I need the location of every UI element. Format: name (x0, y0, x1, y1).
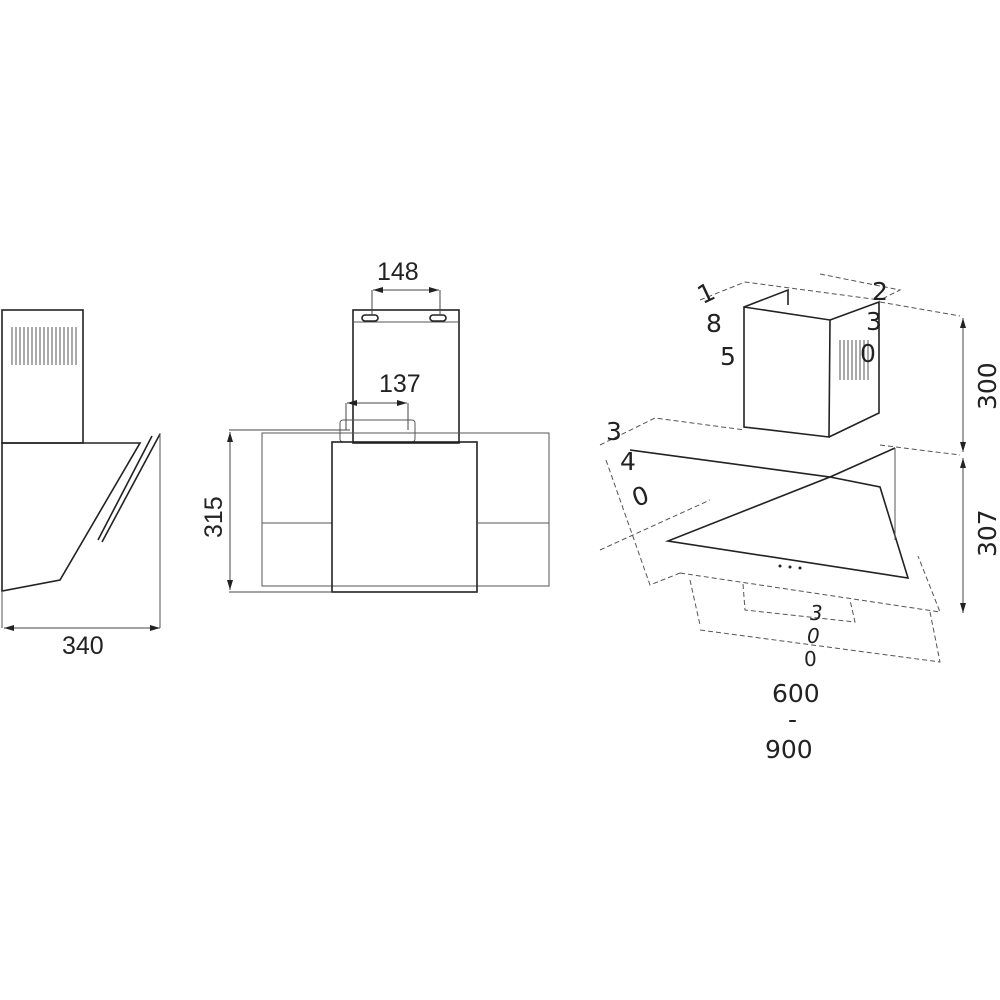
hood-width-separator: - (788, 705, 797, 734)
hood-depth-digit-1: 3 (606, 417, 622, 446)
hood-height-label: 307 (973, 509, 1000, 557)
chimney-width-digit-3: 0 (860, 339, 876, 368)
vent-slots-iso (839, 340, 869, 380)
iso-view: 1 8 5 2 3 0 300 307 3 4 0 3 0 0 600 - 90… (599, 273, 1000, 764)
inner-width-digit-3: 0 (804, 647, 817, 671)
hood-width-label-max: 900 (765, 735, 813, 764)
chimney-depth-digit-1: 1 (693, 277, 720, 310)
glass-outline-front (261, 432, 550, 587)
glass-panel-side (97, 433, 161, 543)
chimney-side (1, 309, 84, 444)
hood-width-label-min: 600 (772, 679, 820, 708)
chimney-width-digit-1: 2 (872, 277, 888, 306)
bracket-spacing-label: 137 (379, 370, 421, 398)
chimney-width-digit-2: 3 (866, 307, 882, 336)
vent-slots (11, 327, 77, 365)
side-width-label: 340 (62, 632, 104, 660)
chimney-height-label: 300 (973, 362, 1000, 410)
top-spacing-label: 148 (377, 258, 419, 286)
mounting-bracket (339, 419, 416, 443)
inner-width-digit-2: 0 (807, 624, 820, 648)
inner-width-digit-1: 3 (810, 601, 823, 625)
hood-body-front (331, 441, 478, 593)
hood-depth-digit-2: 4 (620, 447, 636, 476)
front-height-label: 315 (200, 496, 228, 538)
hood-depth-digit-3: 0 (628, 480, 653, 513)
slot-right (429, 314, 447, 322)
side-view: 340 (1, 309, 161, 660)
slot-left (361, 314, 379, 322)
hood-body-side (1, 442, 142, 592)
front-view: 148 137 315 (200, 258, 550, 593)
chimney-depth-digit-2: 8 (706, 309, 722, 338)
chimney-depth-digit-3: 5 (720, 342, 736, 371)
chimney-front-face (743, 306, 831, 438)
chimney-front (352, 309, 460, 444)
